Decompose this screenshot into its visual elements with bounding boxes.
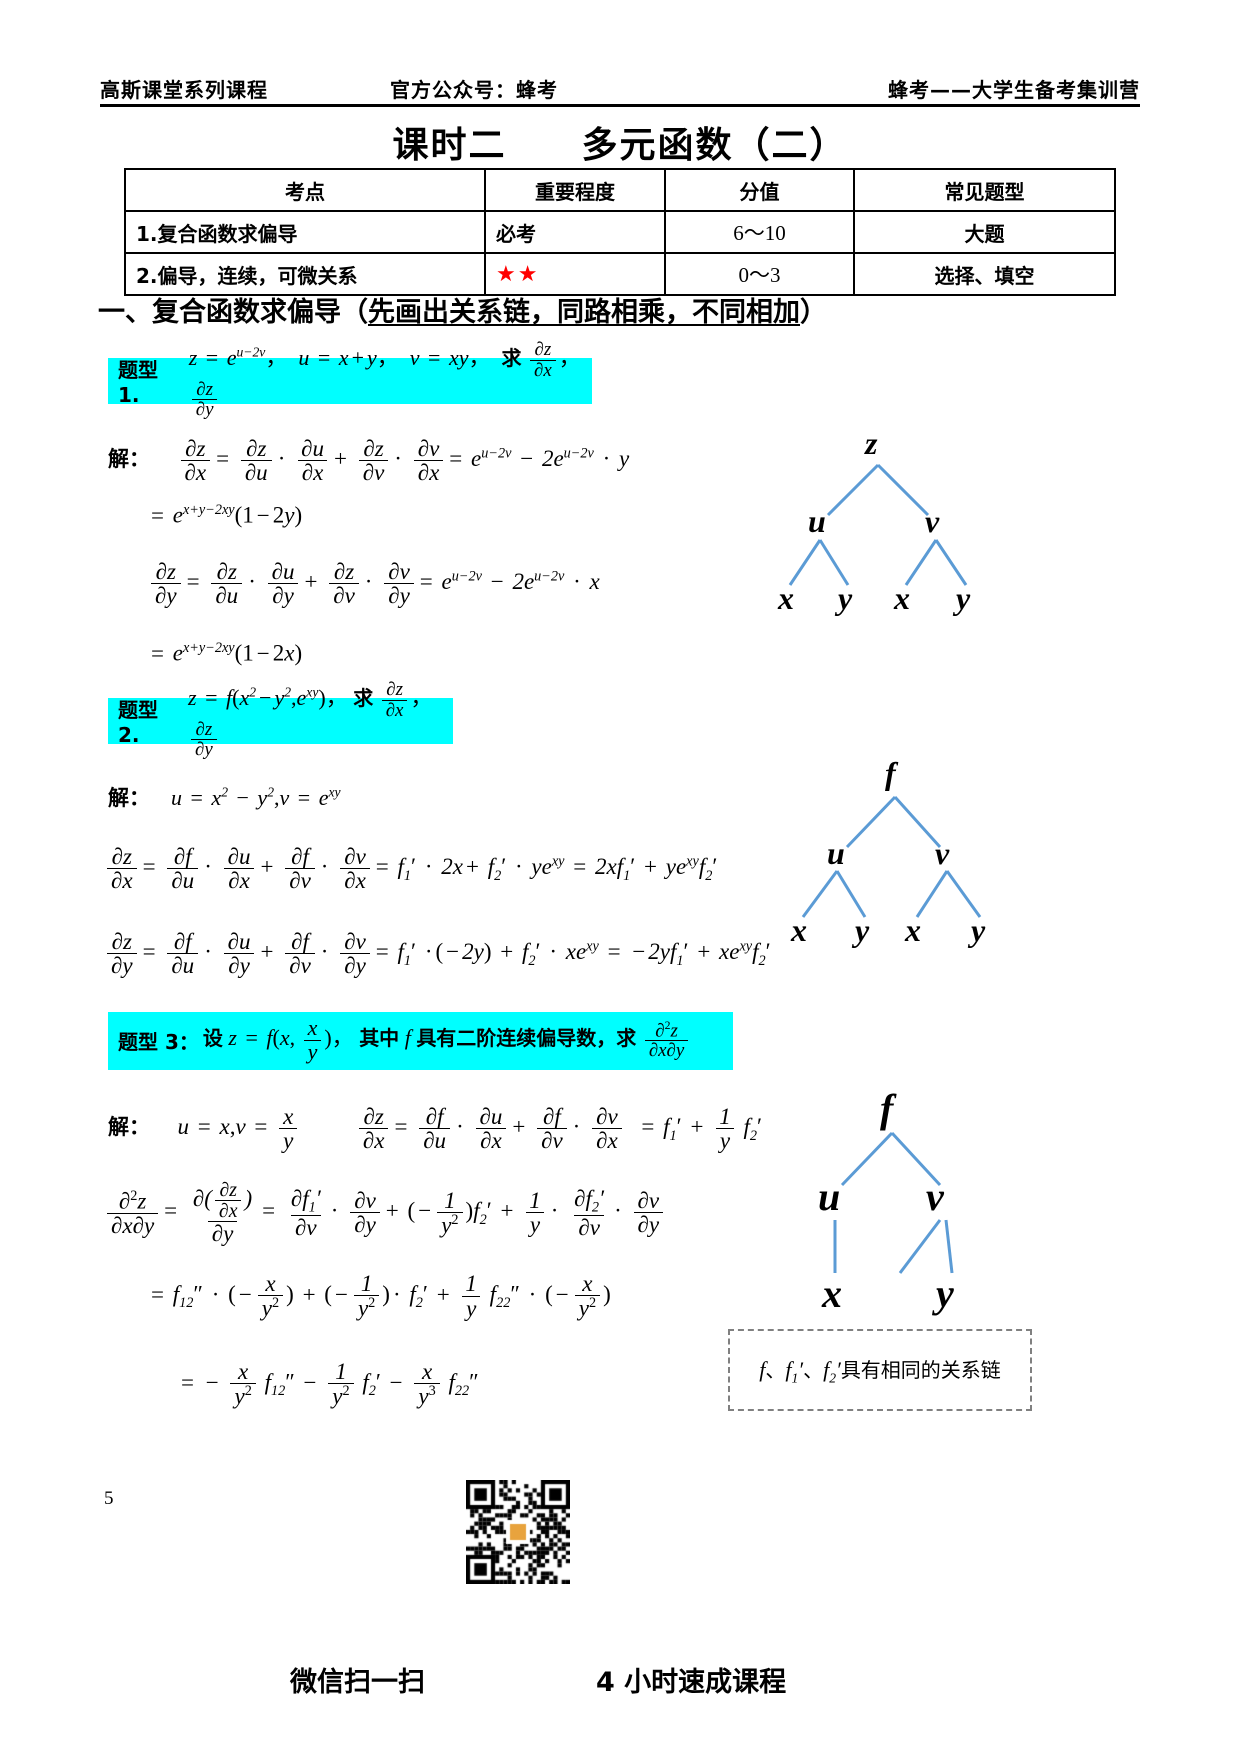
- relation-note-text: f、f1′、f2′具有相同的关系链: [759, 1356, 1001, 1386]
- solve-label: 解：: [108, 1115, 150, 1140]
- tree-1-node-v: v: [925, 503, 940, 539]
- tree-3-edges: [833, 1131, 954, 1274]
- tree-3-leaf-1: x: [822, 1271, 842, 1316]
- tree-2-leaf-3: x: [905, 912, 921, 948]
- tree-2-node-v: v: [935, 835, 950, 871]
- tree-3-node-root: f: [880, 1086, 894, 1131]
- tree-1-leaf-3: x: [894, 580, 910, 616]
- relation-tree-3: f u v x y: [800, 1085, 1060, 1316]
- page-title: 课时二 多元函数（二）: [0, 116, 1240, 168]
- problem-2-math: z = f(x2−y2,exy)， 求 ∂z∂x， ∂z∂y: [188, 679, 433, 761]
- tree-1-node-u: u: [808, 503, 826, 539]
- title-lesson: 课时二: [392, 125, 507, 166]
- th-qtype: 常见题型: [853, 168, 1116, 212]
- tree-1-edges: [788, 463, 968, 586]
- problem-1-solution-line-2: = ex+y−2xy(1−2y): [151, 502, 303, 528]
- tree-1-node-root: z: [865, 425, 878, 461]
- footer-course-text: 4 小时速成课程: [596, 1667, 787, 1698]
- cell-qtype: 选择、填空: [853, 252, 1116, 296]
- problem-2-solution-line-1: 解： u = x2 − y2,v = exy: [108, 784, 341, 810]
- problem-1-statement: 题型 1. z = eu−2v， u = x+y， v = xy， 求 ∂z∂x…: [108, 340, 592, 420]
- tree-3-leaf-2: y: [936, 1271, 954, 1316]
- tree-2-edges: [801, 795, 982, 918]
- qr-code: [466, 1480, 570, 1584]
- problem-2-statement: 题型 2. z = f(x2−y2,exy)， 求 ∂z∂x， ∂z∂y: [108, 680, 453, 760]
- relation-note-box: f、f1′、f2′具有相同的关系链: [728, 1329, 1032, 1411]
- tree-1-leaf-4: y: [956, 580, 971, 616]
- problem-1-solution-line-1: 解： ∂z∂x= ∂z∂u· ∂u∂x+ ∂z∂v· ∂v∂x= eu−2v −…: [108, 436, 630, 486]
- problem-2-solution-line-3: ∂z∂y= ∂f∂u· ∂u∂y+ ∂f∂v· ∂v∂y= f1′ ·(−2y)…: [104, 930, 771, 978]
- cell-point: 1.复合函数求偏导: [124, 210, 486, 254]
- problem-2-label: 题型 2.: [118, 697, 158, 747]
- section-suffix: ）: [800, 297, 827, 328]
- th-importance: 重要程度: [484, 168, 666, 212]
- keypoint-table: 考点 重要程度 分值 常见题型 1.复合函数求偏导 必考 6～10 大题 2.偏…: [124, 168, 1116, 296]
- cell-score: 0～3: [664, 252, 855, 296]
- section-heading: 一、复合函数求偏导（先画出关系链，同路相乘，不同相加）: [98, 290, 827, 329]
- tree-2-leaf-4: y: [971, 912, 986, 948]
- header-left: 高斯课堂系列课程: [100, 78, 268, 102]
- relation-tree-2: f u v x y x y: [775, 755, 1075, 955]
- page-number: 5: [104, 1488, 114, 1509]
- problem-1-solution-line-3: ∂z∂y= ∂z∂u· ∂u∂y+ ∂z∂v· ∂v∂y= eu−2v − 2e…: [148, 560, 600, 608]
- cell-point: 2.偏导，连续，可微关系: [124, 252, 486, 296]
- table-row: 2.偏导，连续，可微关系 ★★ 0～3 选择、填空: [124, 252, 1116, 296]
- problem-3-label: 题型 3：: [118, 1029, 199, 1054]
- cell-importance-stars: ★★: [484, 252, 666, 296]
- problem-2-solution-line-2: ∂z∂x= ∂f∂u· ∂u∂x+ ∂f∂v· ∂v∂x= f1′ · 2x+ …: [104, 845, 717, 893]
- tree-1-leaf-1: x: [778, 580, 794, 616]
- problem-1-solution-line-4: = ex+y−2xy(1−2x): [151, 640, 303, 666]
- footer-scan-text: 微信扫一扫: [290, 1667, 425, 1698]
- th-score: 分值: [664, 168, 855, 212]
- tree-2-node-root: f: [885, 755, 896, 791]
- th-point: 考点: [124, 168, 486, 212]
- cell-qtype: 大题: [853, 210, 1116, 254]
- solve-label: 解：: [108, 786, 150, 810]
- tree-2-leaf-2: y: [855, 912, 870, 948]
- problem-1-label: 题型 1.: [118, 357, 158, 407]
- section-underlined: 先画出关系链，同路相乘，不同相加: [368, 297, 800, 328]
- table-row: 1.复合函数求偏导 必考 6～10 大题: [124, 210, 1116, 254]
- tree-1-leaf-2: y: [838, 580, 853, 616]
- section-prefix: 一、复合函数求偏导（: [98, 297, 368, 328]
- solve-label: 解：: [108, 447, 150, 472]
- relation-tree-1: z u v x y x y: [760, 425, 1060, 625]
- title-topic: 多元函数（二）: [581, 125, 848, 166]
- header-divider: [100, 104, 1140, 107]
- star-icon: ★★: [496, 261, 540, 287]
- header-right: 蜂考——大学生备考集训营: [888, 78, 1140, 102]
- tree-3-node-u: u: [818, 1174, 841, 1219]
- tree-2-leaf-1: x: [791, 912, 807, 948]
- tree-2-node-u: u: [827, 835, 845, 871]
- cell-importance: 必考: [484, 210, 666, 254]
- header-center: 官方公众号：蜂考: [390, 78, 558, 102]
- table-header-row: 考点 重要程度 分值 常见题型: [124, 168, 1116, 212]
- problem-1-math: z = eu−2v， u = x+y， v = xy， 求 ∂z∂x， ∂z∂y: [188, 339, 581, 421]
- cell-score: 6～10: [664, 210, 855, 254]
- page-header: 高斯课堂系列课程 官方公众号：蜂考 蜂考——大学生备考集训营: [100, 74, 1140, 103]
- tree-3-node-v: v: [926, 1174, 944, 1219]
